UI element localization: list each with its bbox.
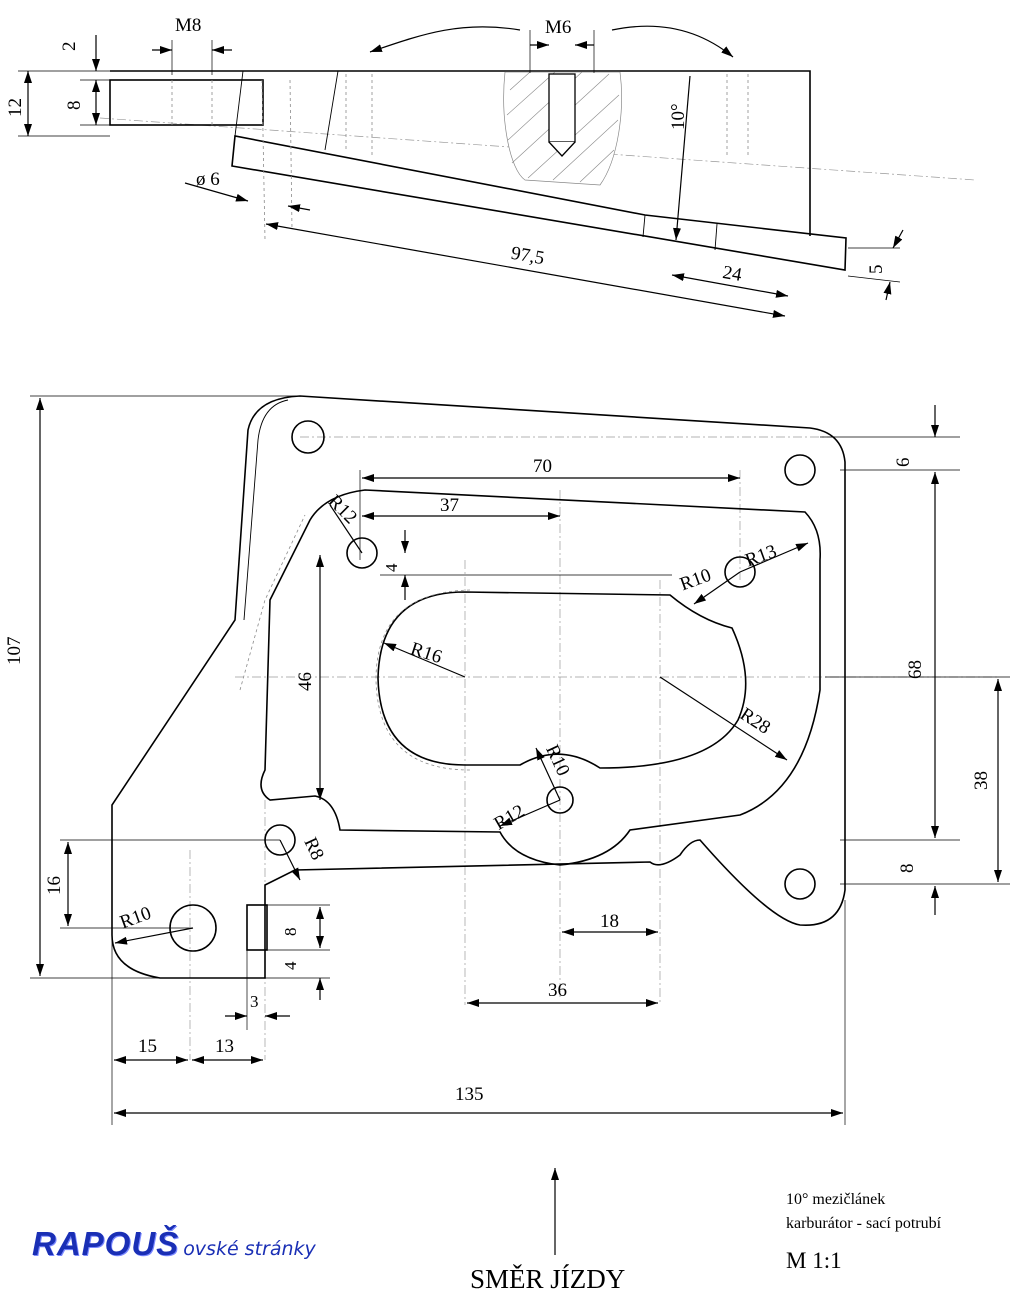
dim-label-37: 37 [440,495,459,516]
side-view-dimensions [18,25,904,318]
dim-label-r13: R13 [743,541,780,572]
logo-tagline: ovské stránky [183,1238,316,1260]
plan-view: 107 70 37 R12 4 R10 R13 R16 46 6 68 R28 … [4,395,1010,1125]
title-block: 10° mezičlánek karburátor - sací potrubí… [786,1188,1024,1274]
dim-label-107: 107 [4,637,25,666]
dim-label-4-small: 4 [281,961,300,970]
plan-view-dimensions [30,395,1010,1125]
dim-label-3: 3 [250,992,259,1011]
dim-label-m6: M6 [545,17,571,38]
dim-label-15: 15 [138,1036,157,1057]
dim-label-r10-right: R10 [677,565,714,596]
dim-label-8: 8 [64,101,85,111]
title-line-2: karburátor - sací potrubí [786,1215,942,1232]
dim-label-r10-left: R10 [117,903,154,934]
dim-label-70: 70 [533,456,552,477]
dim-label-24: 24 [721,262,744,286]
dim-label-r16: R16 [408,638,445,668]
dim-label-m8: M8 [175,15,201,36]
oval-port [377,591,747,769]
logo-brand: RAPOUŠ [32,1225,180,1262]
direction-label: SMĚR JÍZDY [470,1264,626,1294]
dim-label-36: 36 [548,980,567,1001]
dim-label-r8: R8 [300,834,328,863]
center-lines [189,436,1000,1060]
dim-label-r12-mid: R12 [490,801,528,835]
dim-label-angle: 10° [668,103,689,130]
side-view: M8 M6 2 12 8 10° ø 6 97,5 24 5 [5,15,976,318]
title-line-1: 10° mezičlánek [786,1191,886,1208]
hidden-holes [171,74,749,241]
dim-label-38: 38 [971,771,992,790]
inner-opening [260,489,822,866]
dim-label-13: 13 [215,1036,234,1057]
dim-label-r12-top: R12 [324,491,361,528]
dim-label-135: 135 [455,1084,484,1105]
scale-label: M 1:1 [786,1248,842,1273]
dim-label-2: 2 [59,42,80,52]
dim-label-diameter: ø 6 [196,169,220,190]
dim-label-18: 18 [600,911,619,932]
dim-label-8-small: 8 [281,928,300,937]
dim-label-97-5: 97,5 [509,243,545,269]
dim-label-r10-mid: R10 [541,742,573,780]
dim-label-5: 5 [866,265,887,275]
plate-outline [111,395,846,979]
dim-label-8-right: 8 [897,864,918,874]
hatched-section [503,71,622,186]
dim-label-46: 46 [295,672,316,691]
dim-label-6: 6 [893,458,914,468]
dim-label-16: 16 [44,876,65,895]
dim-label-68: 68 [905,660,926,679]
dim-label-12: 12 [5,98,26,117]
dim-label-4-top: 4 [382,563,401,572]
